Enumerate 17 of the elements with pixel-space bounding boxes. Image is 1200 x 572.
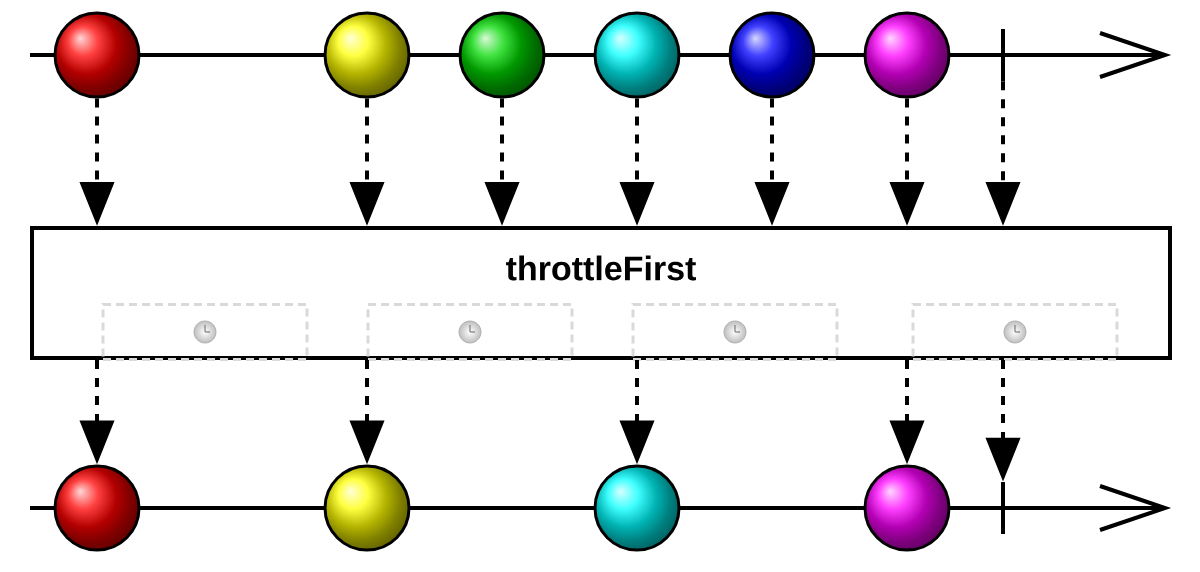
marble [593,11,681,99]
time-window [631,303,839,361]
marble [863,11,951,99]
marble [53,11,141,99]
marble [323,11,411,99]
marble [728,11,816,99]
marble [863,464,951,552]
completion-bar [1001,482,1005,534]
marble [458,11,546,99]
marble [53,464,141,552]
marble [593,464,681,552]
operator-box: throttleFirst [30,226,1172,360]
marble [323,464,411,552]
time-window [366,303,574,361]
time-window [101,303,309,361]
time-window [911,303,1119,361]
completion-bar [1001,29,1005,81]
